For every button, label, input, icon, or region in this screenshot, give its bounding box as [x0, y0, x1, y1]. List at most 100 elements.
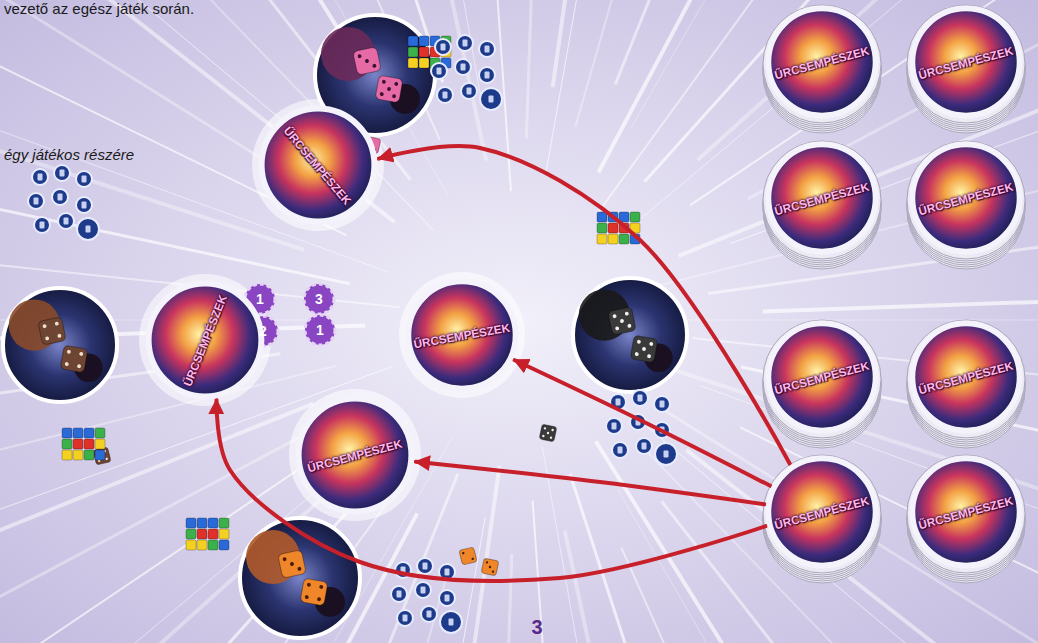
token-cluster	[391, 558, 462, 633]
die-pip	[305, 595, 309, 599]
player-board	[573, 278, 687, 392]
board-disc	[573, 278, 687, 392]
credit-token	[606, 418, 622, 434]
die-face	[93, 447, 111, 465]
tile-stack-layer	[763, 457, 881, 575]
credit-token	[479, 67, 495, 83]
credit-token	[654, 396, 670, 412]
speed-line	[0, 421, 408, 643]
tile-face	[768, 458, 875, 565]
die	[60, 345, 88, 373]
cube	[219, 518, 229, 528]
cube	[408, 36, 418, 46]
credit-token	[632, 390, 648, 406]
die-pip	[637, 340, 641, 344]
cube	[619, 234, 629, 244]
cube	[219, 529, 229, 539]
credit-token	[437, 87, 453, 103]
die-pip	[42, 324, 47, 329]
tile-face	[912, 144, 1019, 251]
die-pip	[317, 597, 321, 601]
cube	[208, 529, 218, 539]
credit-token	[431, 63, 447, 79]
credit-token	[461, 83, 477, 99]
token-icon	[437, 68, 442, 75]
chip-number: 1	[256, 291, 264, 307]
tile-stack-layer	[763, 141, 881, 259]
token-icon	[445, 595, 450, 602]
credit-token	[417, 558, 433, 574]
die-pip	[382, 80, 386, 84]
tile-face	[912, 8, 1019, 115]
die-pip	[307, 583, 311, 587]
credit-token	[76, 171, 92, 187]
token-icon	[612, 423, 617, 430]
cube	[73, 428, 83, 438]
token-icon	[427, 611, 432, 618]
chip-number: 2	[259, 323, 267, 339]
die-face	[353, 47, 381, 75]
tile-stack-layer	[907, 7, 1025, 125]
die	[38, 317, 66, 345]
credit-token	[457, 35, 473, 51]
token-icon	[441, 44, 446, 51]
placement-arrow	[217, 400, 766, 581]
speed-line	[763, 287, 1038, 312]
cube	[84, 439, 94, 449]
cube	[197, 540, 207, 550]
tile-face	[299, 399, 412, 512]
die-pip	[55, 321, 60, 326]
die-pip	[620, 319, 625, 324]
die	[300, 578, 328, 606]
credit-token	[636, 438, 652, 454]
ship-tile: ŰRCSEMPÉSZEK	[765, 5, 879, 119]
board-disc	[240, 518, 360, 638]
die-pip	[550, 436, 553, 439]
cube	[419, 58, 429, 68]
tile-stack-layer	[907, 459, 1025, 577]
die	[93, 447, 111, 465]
die-pip	[612, 314, 617, 319]
ship-tile: ŰRCSEMPÉSZEK	[765, 320, 879, 434]
die-pip	[542, 435, 545, 438]
speed-line	[575, 0, 755, 127]
cube	[62, 428, 72, 438]
speed-line	[596, 441, 901, 643]
cube-grid	[62, 428, 105, 460]
token-icon	[421, 587, 426, 594]
token-icon	[82, 202, 87, 209]
die	[539, 424, 557, 442]
cube	[62, 450, 72, 460]
speed-line	[0, 497, 361, 643]
token-icon	[489, 96, 494, 103]
tile-face	[912, 323, 1019, 430]
die-pip	[77, 364, 81, 368]
die-face	[608, 307, 636, 335]
credit-token	[479, 41, 495, 57]
tile-glow	[399, 272, 525, 398]
die-pip	[365, 59, 370, 64]
die-pip	[45, 336, 50, 341]
die-face	[459, 547, 477, 565]
tile-stack-layer	[763, 9, 881, 127]
cube	[208, 540, 218, 550]
speed-line	[679, 4, 1038, 256]
die-pip	[297, 567, 302, 572]
token-icon	[40, 222, 45, 229]
tile-face	[262, 109, 375, 222]
cube-grid	[186, 518, 229, 550]
credit-token	[28, 193, 44, 209]
die-pip	[551, 429, 554, 432]
token-icon	[86, 226, 91, 233]
token-icon	[485, 46, 490, 53]
credit-token	[391, 586, 407, 602]
tile-face	[768, 323, 875, 430]
die-pip	[647, 354, 651, 358]
credit-token	[480, 88, 502, 110]
die-pip	[642, 347, 646, 351]
tile-stack-layer	[907, 143, 1025, 261]
chip-number: 3	[315, 291, 323, 307]
ship-tile: ŰRCSEMPÉSZEK	[405, 278, 519, 392]
